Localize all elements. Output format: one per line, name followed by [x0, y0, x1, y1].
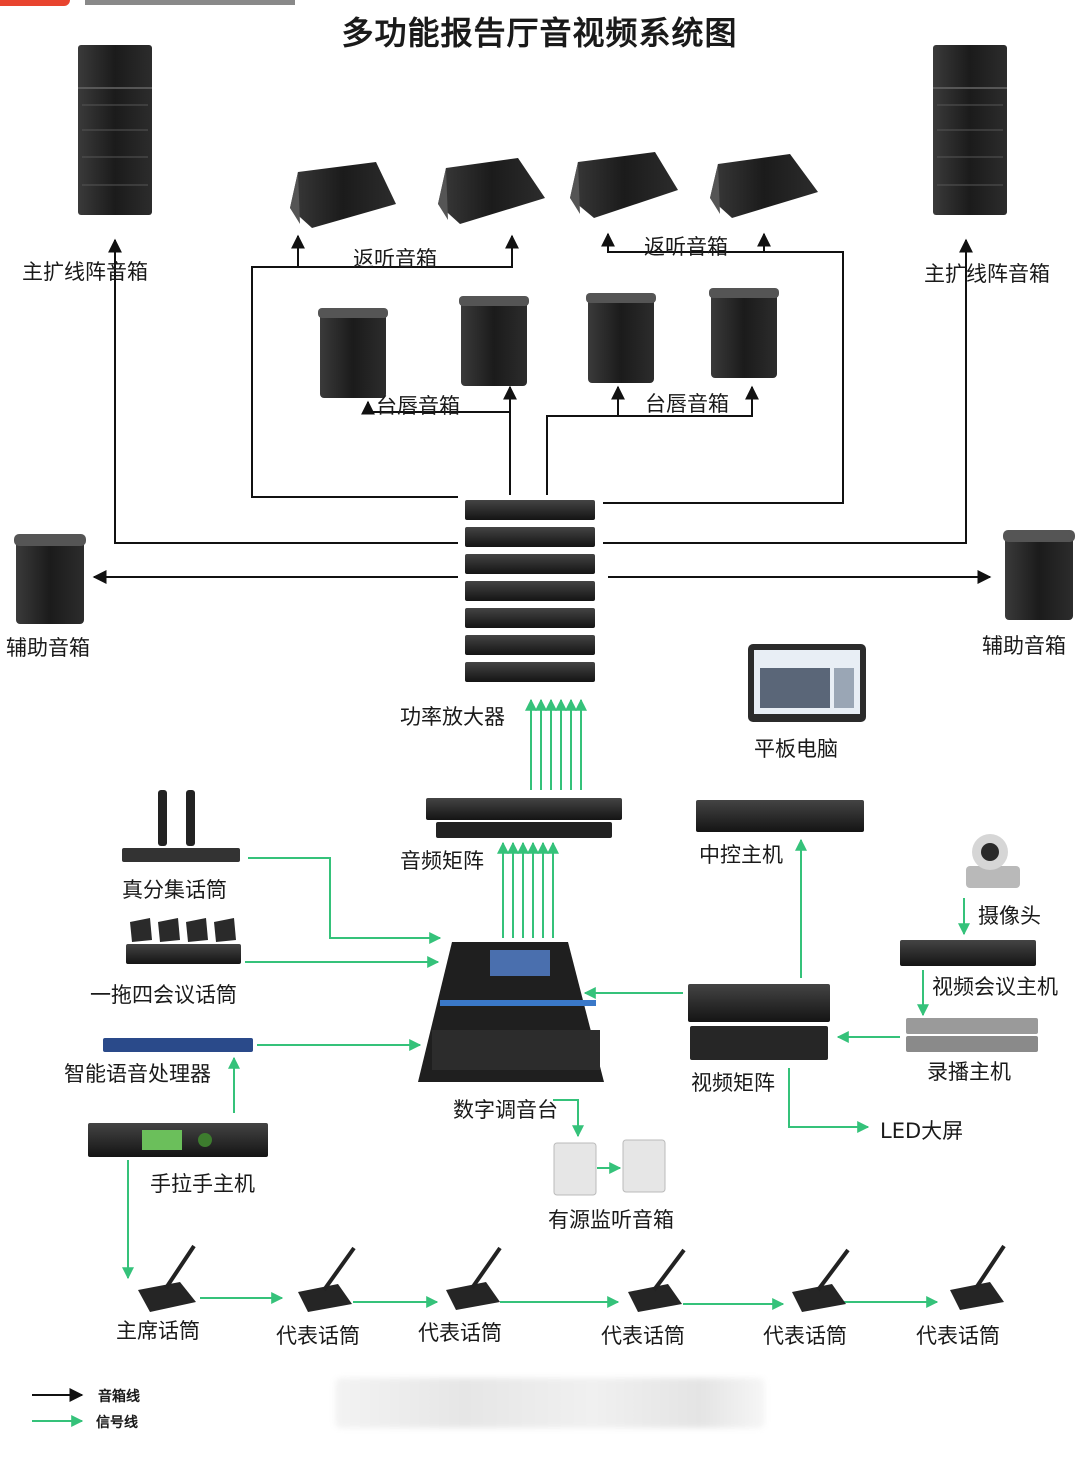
active-monitor-speakers [553, 1139, 666, 1196]
hand-in-hand-host-device [88, 1123, 268, 1157]
stage-lip-speaker-1 [318, 308, 388, 398]
page-title: 多功能报告厅音视频系统图 [341, 14, 738, 52]
video-conference-device [900, 940, 1036, 966]
video-matrix-device [688, 984, 830, 1060]
stage-lip-speaker-3 [586, 293, 656, 383]
label-main-line-array-left: 主扩线阵音箱 [22, 260, 148, 284]
label-central-control: 中控主机 [699, 843, 783, 867]
tablet-device [748, 644, 866, 722]
label-one-to-four-mic: 一拖四会议话筒 [90, 983, 237, 1007]
monitor-speaker-4 [710, 154, 818, 218]
stage-lip-speaker-2 [459, 296, 529, 386]
monitor-speaker-2 [438, 158, 545, 224]
monitor-speaker-3 [570, 152, 678, 218]
label-stage-lip-speakers-2: 台唇音箱 [645, 392, 729, 416]
aux-speaker-right [1003, 530, 1075, 620]
corner-logo [0, 0, 300, 6]
label-delegate-mic-3: 代表话筒 [601, 1324, 685, 1348]
audio-matrix-device [426, 798, 622, 838]
label-camera: 摄像头 [978, 904, 1041, 928]
line-array-right-speaker [933, 45, 1007, 215]
line-array-left-speaker [78, 45, 152, 215]
label-video-conference-host: 视频会议主机 [932, 975, 1058, 999]
label-main-line-array-right: 主扩线阵音箱 [924, 262, 1050, 286]
label-audio-matrix: 音频矩阵 [400, 849, 484, 873]
label-delegate-mic-5: 代表话筒 [916, 1324, 1000, 1348]
wireless-mic-receiver [122, 790, 240, 862]
voice-processor-device [103, 1038, 253, 1052]
label-aux-speaker-left: 辅助音箱 [6, 636, 90, 660]
chairman-mic-unit [138, 1244, 196, 1312]
label-delegate-mic-4: 代表话筒 [763, 1324, 847, 1348]
legend-signal-line-label: 信号线 [96, 1415, 138, 1431]
label-power-amplifier: 功率放大器 [400, 705, 505, 729]
aux-speaker-left [14, 534, 86, 624]
label-hand-in-hand-host: 手拉手主机 [150, 1172, 255, 1196]
label-true-diversity-mic: 真分集话筒 [122, 878, 227, 902]
recording-host-device [906, 1018, 1038, 1052]
label-chairman-mic: 主席话筒 [116, 1319, 200, 1343]
delegate-mic-unit-2 [446, 1246, 502, 1310]
digital-mixer-console [418, 942, 604, 1082]
label-active-monitor: 有源监听音箱 [548, 1208, 674, 1232]
stage-lip-speaker-4 [709, 288, 779, 378]
label-monitor-speakers-1: 返听音箱 [353, 247, 437, 271]
label-recording-host: 录播主机 [927, 1060, 1011, 1084]
label-stage-lip-speakers-1: 台唇音箱 [376, 394, 460, 418]
central-control-device [696, 800, 864, 832]
delegate-mic-unit-4 [792, 1248, 850, 1312]
delegate-mic-unit-1 [298, 1246, 356, 1312]
label-monitor-speakers-2: 返听音箱 [644, 235, 728, 259]
label-digital-mixer: 数字调音台 [453, 1098, 558, 1122]
label-aux-speaker-right: 辅助音箱 [982, 634, 1066, 658]
power-amplifier-stack [465, 500, 595, 682]
conference-mic-set [126, 918, 241, 964]
label-smart-voice-processor: 智能语音处理器 [64, 1062, 211, 1086]
speaker-lines [92, 232, 992, 584]
delegate-mic-unit-5 [950, 1244, 1006, 1310]
label-tablet: 平板电脑 [754, 737, 838, 761]
label-delegate-mic-1: 代表话筒 [276, 1324, 360, 1348]
delegate-mic-unit-3 [628, 1248, 686, 1312]
signal-lines [122, 698, 970, 1310]
legend-speaker-line-label: 音箱线 [98, 1389, 140, 1405]
blurred-watermark [335, 1378, 765, 1428]
monitor-speaker-1 [290, 162, 396, 228]
label-video-matrix: 视频矩阵 [691, 1071, 775, 1095]
label-delegate-mic-2: 代表话筒 [418, 1321, 502, 1345]
ptz-camera [966, 834, 1020, 888]
label-led-screen: LED大屏 [880, 1119, 964, 1143]
